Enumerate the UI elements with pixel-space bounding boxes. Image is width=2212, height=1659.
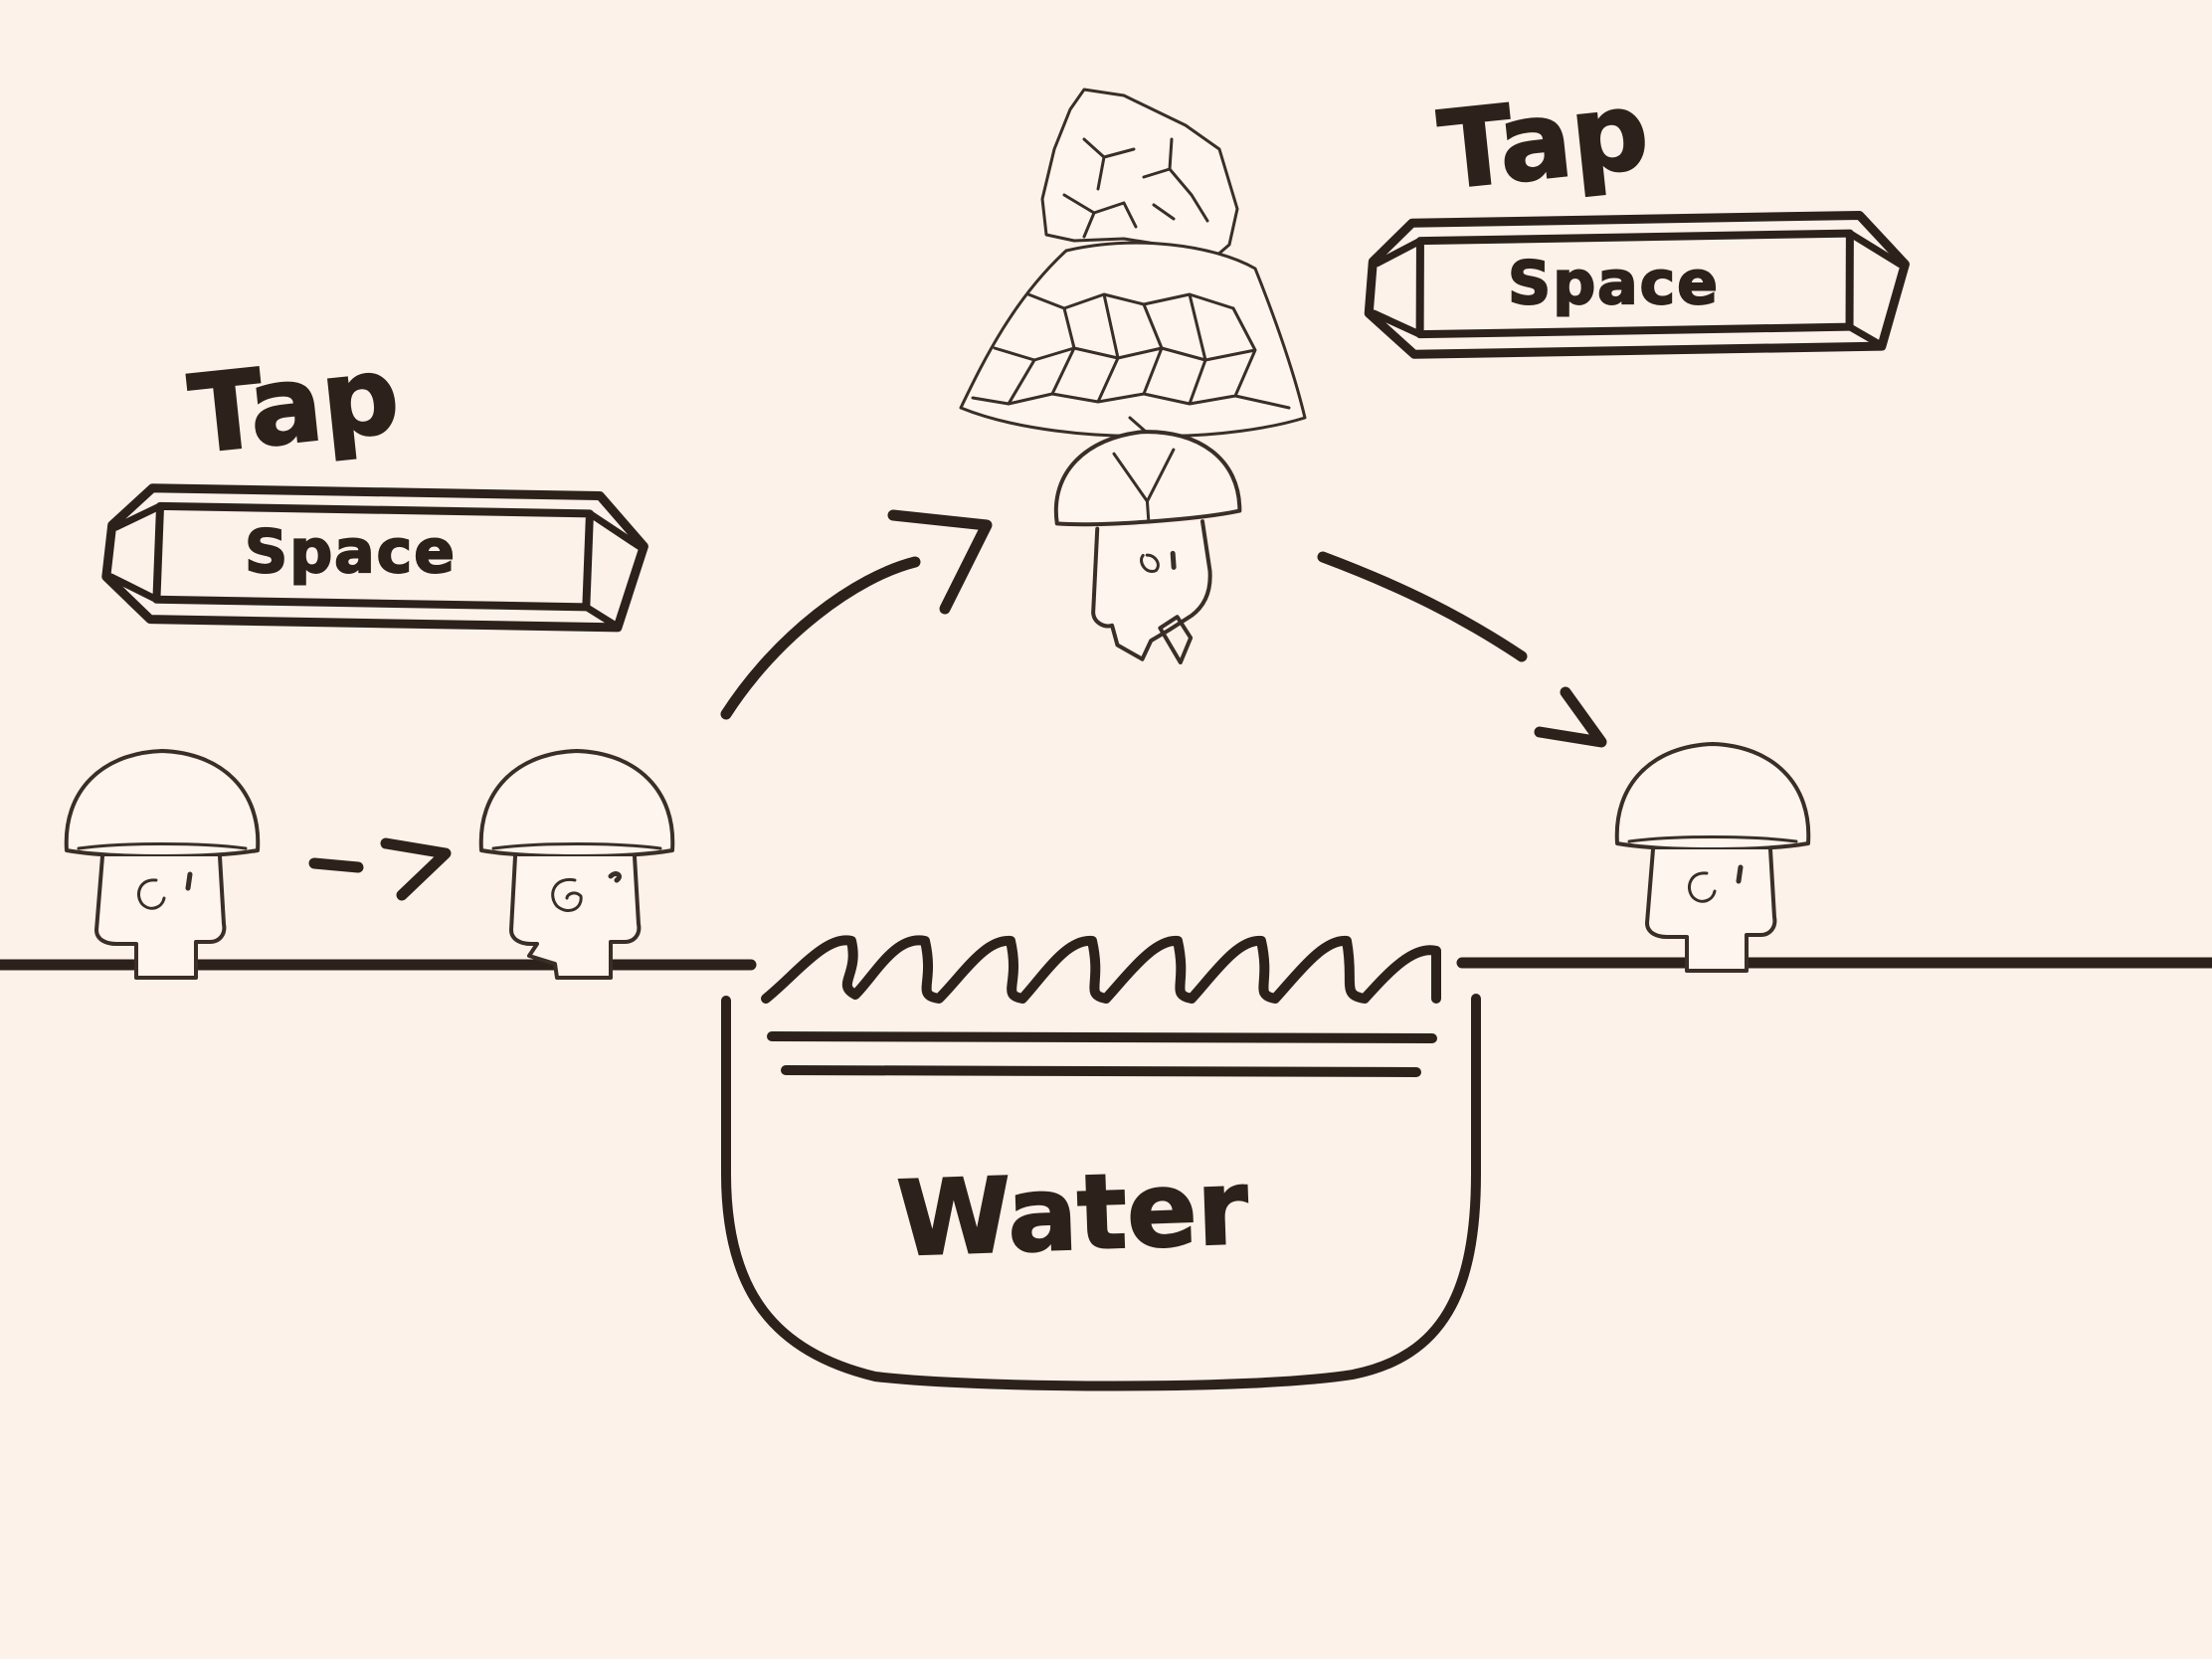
space-key-label: Space xyxy=(245,517,457,587)
space-key-label: Space xyxy=(1508,249,1720,318)
hint-right: Tap Space xyxy=(1368,68,1907,355)
water-label: Water xyxy=(895,1147,1250,1280)
arrow-icon xyxy=(308,837,452,901)
tap-label: Tap xyxy=(184,333,405,478)
jump-arrow-down-head xyxy=(1534,686,1607,748)
mushroom-character-landed xyxy=(1617,744,1809,971)
mushroom-character-charging xyxy=(478,749,675,980)
mushroom-character-start xyxy=(67,751,259,978)
jump-arrow-up-head xyxy=(887,509,993,615)
mushroom-character-flying xyxy=(1053,430,1242,665)
turtle-shell-icon xyxy=(959,88,1307,469)
jump-arrow-up xyxy=(720,556,921,720)
water-pool-icon xyxy=(721,935,1481,1391)
jump-arrow-down xyxy=(1317,551,1528,662)
tap-label: Tap xyxy=(1433,69,1654,214)
hint-left: Tap Space xyxy=(105,332,645,629)
